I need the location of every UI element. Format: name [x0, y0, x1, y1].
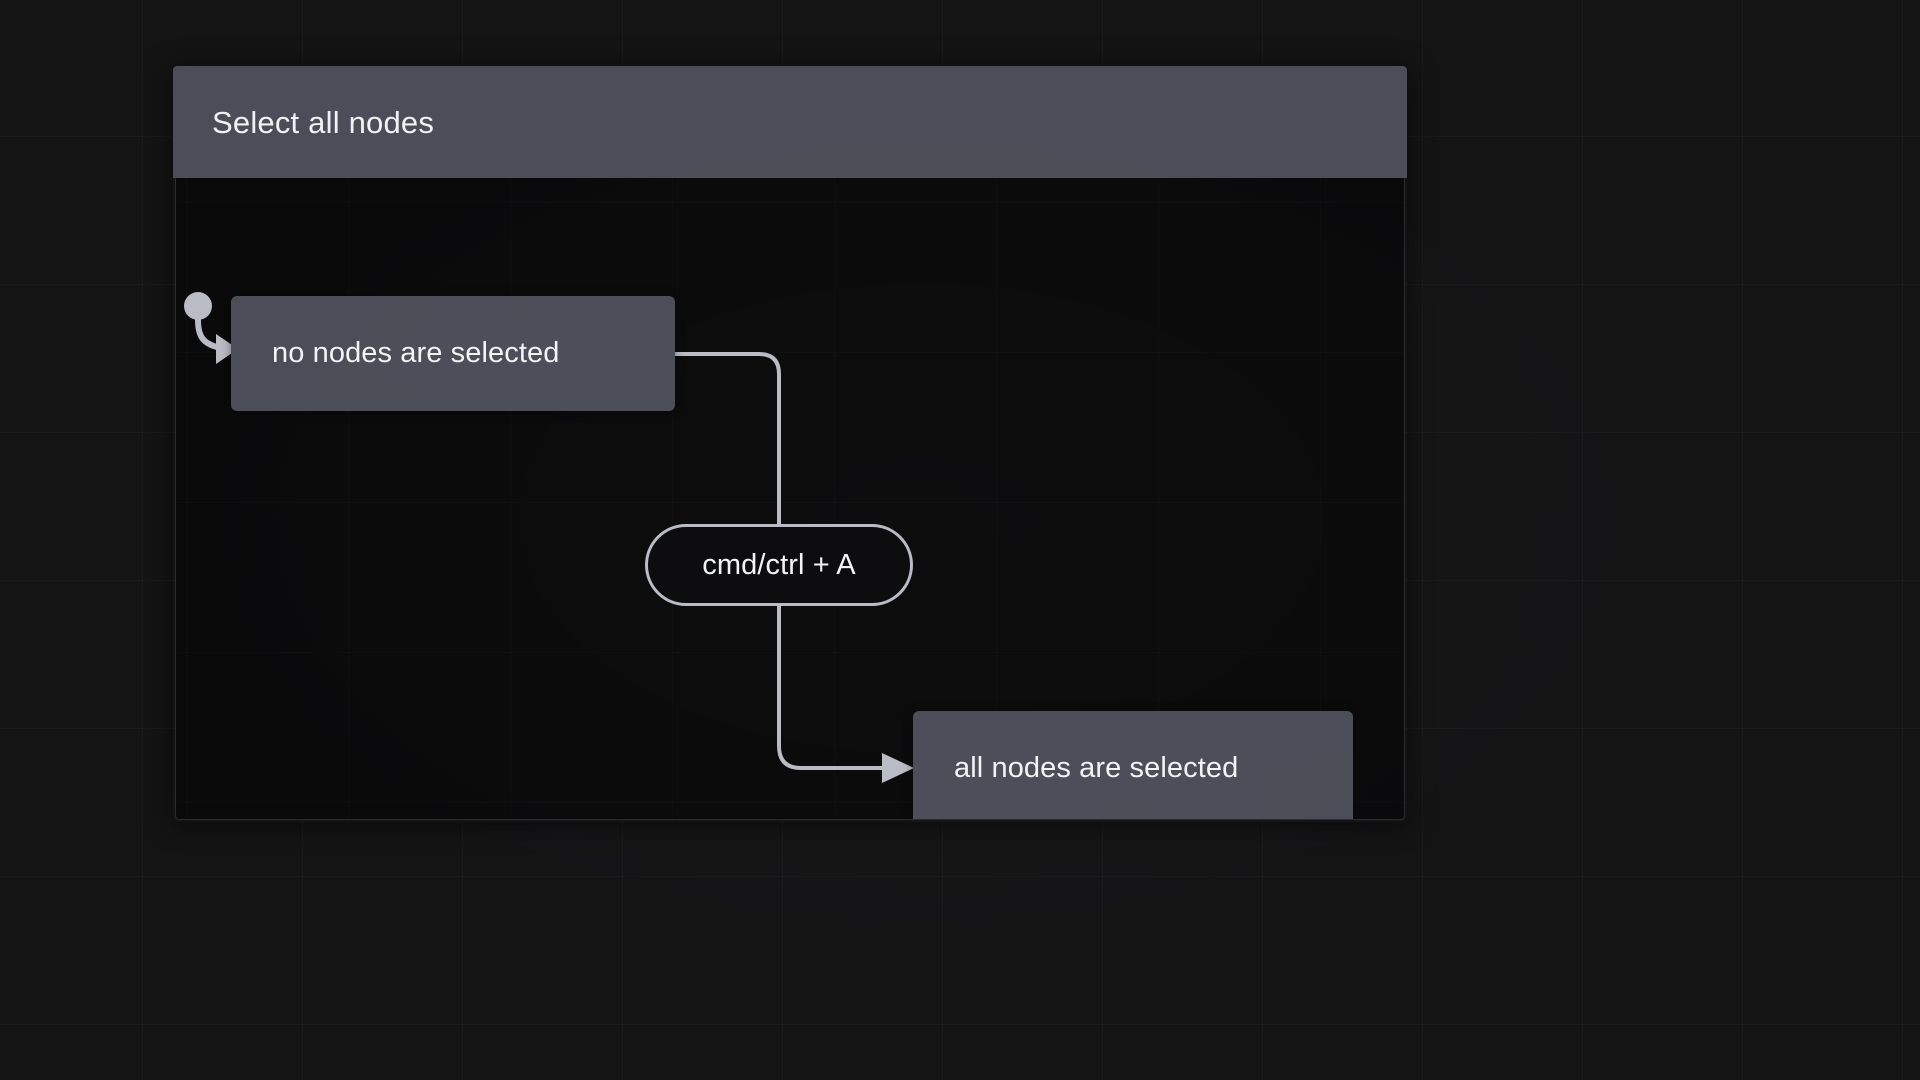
initial-state-marker-icon	[184, 292, 238, 364]
state-node-all-selected[interactable]: all nodes are selected	[913, 711, 1353, 819]
diagram-title-bar: Select all nodes	[173, 66, 1407, 178]
edge-transition-to-target	[777, 604, 890, 770]
state-node-no-selection[interactable]: no nodes are selected	[231, 296, 675, 411]
state-node-label: all nodes are selected	[954, 752, 1239, 784]
transition-label-select-all[interactable]: cmd/ctrl + A	[645, 524, 913, 606]
edge-source-to-transition	[673, 352, 781, 526]
transition-label-text: cmd/ctrl + A	[702, 548, 856, 581]
state-node-label: no nodes are selected	[272, 337, 560, 369]
diagram-canvas[interactable]: no nodes are selected cmd/ctrl + A all n…	[175, 178, 1405, 820]
diagram-title: Select all nodes	[212, 105, 435, 140]
diagram-frame: Select all nodes no nodes are s	[173, 66, 1407, 822]
edge-arrowhead-icon	[882, 753, 914, 783]
